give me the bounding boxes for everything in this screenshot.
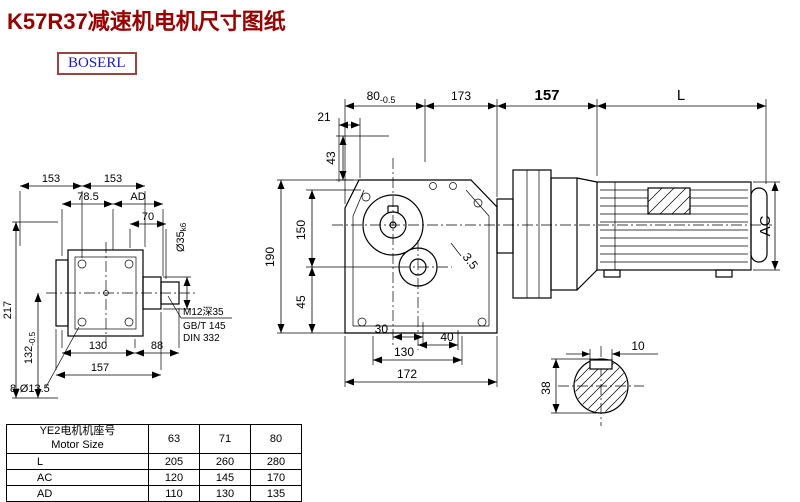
dim-150-label: 150 [294, 220, 308, 240]
note-holes-label: 8-Ø13.5 [10, 383, 50, 395]
table-header-label: YE2电机机座号 Motor Size [6, 424, 149, 454]
dim-78-5-label: 78.5 [77, 191, 98, 203]
dim-130-side-label: 130 [89, 340, 107, 352]
page-title: K57R37减速机电机尺寸图纸 [7, 9, 286, 34]
side-view [46, 242, 198, 344]
table-cell-value: 135 [250, 485, 302, 502]
dimensions-front: 80-0.5 173 157 L 21 43 190 150 45 30 40 … [263, 87, 780, 387]
dim-40-label: 40 [440, 330, 454, 344]
table-row: AC 120 145 170 [6, 469, 302, 486]
table-row: AD 110 130 135 [6, 485, 302, 502]
keyway [589, 359, 613, 370]
dim-AC-label: AC [757, 215, 774, 236]
table-cell-value: 63 [148, 424, 200, 454]
motor-view [496, 169, 768, 299]
note-thread-3: DIN 332 [183, 333, 220, 344]
note-thread-1: M12深35 [183, 306, 224, 318]
table-cell-value: 80 [250, 424, 302, 454]
dim-45-label: 45 [294, 295, 308, 309]
table-row-label: AD [6, 485, 149, 502]
dim-10-label: 10 [631, 339, 645, 353]
table-cell-value: 71 [199, 424, 251, 454]
dim-132-label: 132-0.5 [23, 331, 37, 364]
note-3-5-label: 3.5 [460, 250, 482, 272]
brand-logo: BOSERL [57, 52, 137, 75]
dim-157-label: 157 [534, 87, 559, 104]
table-cell-value: 130 [199, 485, 251, 502]
motor-foot [715, 269, 733, 278]
table-row: L 205 260 280 [6, 453, 302, 470]
dim-30-label: 30 [375, 322, 389, 336]
dim-80-label: 80-0.5 [367, 89, 396, 105]
dim-88-label: 88 [151, 340, 163, 352]
dim-172-label: 172 [397, 367, 417, 381]
dim-173-label: 173 [451, 89, 471, 103]
output-shaft-step2 [160, 281, 180, 305]
dimensions-side: 153 153 78.5 AD 70 Ø35k6 130 88 157 217 … [2, 173, 232, 399]
table-header-label-en: Motor Size [51, 439, 104, 451]
table-header-label-cn: YE2电机机座号 [39, 425, 116, 438]
table-cell-value: 170 [250, 469, 302, 486]
shaft-section-view: 10 38 [539, 339, 658, 426]
adapter-neck [496, 198, 514, 254]
table-cell-value: 145 [199, 469, 251, 486]
table-row-label: L [6, 453, 149, 470]
dim-153a-label: 153 [42, 173, 60, 185]
dim-38-label: 38 [539, 381, 553, 395]
dim-157-side-label: 157 [91, 362, 109, 374]
dim-43-label: 43 [324, 151, 338, 165]
table-cell-value: 280 [250, 453, 302, 470]
dim-L-label: L [677, 87, 685, 104]
table-cell-value: 110 [148, 485, 200, 502]
shaft-circle [573, 358, 629, 414]
dim-21-label: 21 [317, 110, 331, 124]
dim-AD-label: AD [130, 191, 145, 203]
dim-shaft-dia-label: Ø35k6 [175, 222, 188, 252]
motor-foot [603, 269, 621, 278]
terminal-box [647, 187, 691, 215]
table-cell-value: 120 [148, 469, 200, 486]
table-cell-value: 205 [148, 453, 200, 470]
table-cell-value: 260 [199, 453, 251, 470]
motor-size-table: YE2电机机座号 Motor Size 63 71 80 L 205 260 2… [6, 424, 302, 502]
dim-70-label: 70 [142, 211, 154, 223]
note-thread-2: GB/T 145 [183, 321, 226, 332]
dim-153b-label: 153 [104, 173, 122, 185]
dim-217-label: 217 [2, 301, 14, 319]
dim-190-label: 190 [263, 247, 277, 267]
table-row: YE2电机机座号 Motor Size 63 71 80 [6, 424, 302, 454]
adapter-flange [512, 169, 552, 299]
table-row-label: AC [6, 469, 149, 486]
dim-130-label: 130 [394, 345, 414, 359]
